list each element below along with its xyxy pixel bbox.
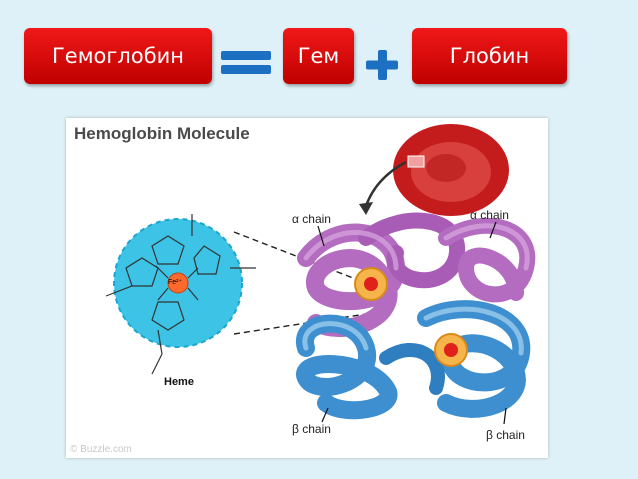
hemoglobin-figure: Hemoglobin Molecule α chain α chain β ch… (66, 118, 548, 458)
plus-icon (366, 50, 398, 80)
term-heme: Гем (283, 28, 354, 84)
heme-label: Heme (164, 376, 194, 388)
watermark: © Buzzle.com (70, 444, 132, 455)
beta-chain-label-right: β chain (486, 428, 525, 442)
iron-label: Fe²⁺ (168, 279, 183, 286)
alpha-chain-label-left: α chain (292, 212, 331, 226)
equals-icon (221, 51, 271, 74)
hemoglobin-illustration (105, 124, 536, 425)
alpha-chains (297, 212, 536, 337)
term-hemoglobin: Гемоглобин (24, 28, 212, 84)
figure-title: Hemoglobin Molecule (74, 124, 250, 143)
heme-structure (105, 214, 256, 375)
beta-chains (295, 300, 531, 420)
arrow-icon (364, 160, 407, 207)
alpha-chain-label-right: α chain (470, 208, 509, 222)
red-blood-cell-icon (393, 124, 509, 216)
beta-chain-label-left: β chain (292, 422, 331, 436)
heme-group-icons (354, 267, 468, 367)
term-globin: Глобин (412, 28, 567, 84)
